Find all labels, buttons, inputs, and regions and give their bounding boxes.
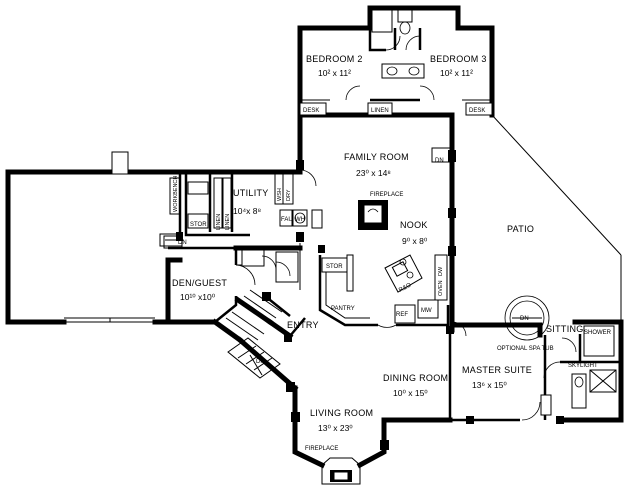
bedroom-desks bbox=[299, 85, 493, 116]
bedroom3-name: BEDROOM 3 bbox=[430, 54, 487, 64]
hall-bath bbox=[371, 9, 425, 79]
misc-door-swings bbox=[299, 169, 467, 337]
den-dim: 10¹⁰ x10⁰ bbox=[180, 292, 216, 302]
skylight-label: SKYLIGHT bbox=[568, 363, 598, 369]
dining-dim: 10⁰ x 15⁰ bbox=[393, 388, 428, 398]
patio-outline bbox=[491, 114, 622, 322]
utility-walls bbox=[177, 169, 323, 237]
living-fireplace-label: FIREPLACE bbox=[305, 446, 338, 452]
entry-name: ENTRY bbox=[287, 320, 319, 330]
bedroom-walls bbox=[297, 5, 495, 118]
workbench-label: WORKBENCH bbox=[173, 176, 179, 212]
bedroom2-name: BEDROOM 2 bbox=[306, 54, 363, 64]
kitchen-stor-label: STOR bbox=[326, 264, 343, 270]
entry-walls bbox=[211, 245, 306, 392]
water-heater-label: WH bbox=[295, 217, 305, 223]
family-dim: 23⁰ x 14⁸ bbox=[356, 168, 391, 178]
utility-linen-label: LINEN bbox=[216, 214, 222, 230]
family-fireplace-label: FIREPLACE bbox=[370, 192, 403, 198]
master-spa bbox=[504, 295, 550, 341]
utility-stor-label: STOR bbox=[190, 222, 207, 228]
fau-label: FAU bbox=[281, 217, 293, 223]
utility-name: UTILITY bbox=[233, 188, 269, 198]
family-dn-label: DN bbox=[435, 158, 444, 164]
linen-label: LINEN bbox=[371, 108, 389, 114]
den-walls bbox=[165, 246, 277, 325]
desk2-label: DESK bbox=[303, 108, 319, 114]
mw-label: MW bbox=[421, 308, 432, 314]
sitting-name: SITTING bbox=[546, 324, 584, 334]
utility-linen2-label: LINEN bbox=[225, 214, 231, 230]
bedroom2-dim: 10² x 11² bbox=[318, 68, 351, 78]
garage-workbench: WORKBENCH bbox=[169, 176, 181, 215]
family-fireplace bbox=[358, 200, 388, 230]
pantry-label: PANTRY bbox=[331, 306, 355, 312]
entry-dn-label: DN bbox=[256, 359, 265, 365]
washer-label: WSH bbox=[277, 188, 283, 201]
den-name: DEN/GUEST bbox=[172, 278, 227, 288]
living-dim: 13⁰ x 23⁰ bbox=[318, 423, 353, 433]
utility-dim: 10⁴x 8⁸ bbox=[233, 206, 261, 216]
patio-name: PATIO bbox=[507, 224, 534, 234]
dw-label: DW bbox=[438, 266, 444, 276]
living-walls bbox=[286, 382, 389, 469]
entry-stair bbox=[227, 337, 281, 379]
bedroom3-dim: 10² x 11² bbox=[440, 68, 473, 78]
family-stair bbox=[431, 147, 454, 166]
range-label: R&O bbox=[398, 282, 413, 294]
oven-label: OVEN bbox=[438, 280, 444, 296]
shower-label: SHOWER bbox=[584, 330, 612, 336]
desk3-label: DESK bbox=[469, 108, 485, 114]
living-fireplace bbox=[321, 457, 361, 485]
ref-label: REF bbox=[396, 312, 408, 318]
stair-dn-label: DN bbox=[178, 240, 187, 246]
family-name: FAMILY ROOM bbox=[344, 152, 409, 162]
garage-walls bbox=[5, 151, 183, 325]
living-name: LIVING ROOM bbox=[310, 408, 373, 418]
spa-label: OPTIONAL SPA TUB bbox=[497, 346, 554, 352]
dining-name: DINING ROOM bbox=[383, 373, 448, 383]
master-walls bbox=[449, 319, 624, 424]
kitchen bbox=[318, 245, 450, 328]
master-dn-label: DN bbox=[520, 316, 529, 322]
master-fixtures bbox=[521, 325, 617, 421]
master-name: MASTER SUITE bbox=[462, 365, 532, 375]
dryer-label: DRY bbox=[286, 189, 292, 201]
nook-dim: 9⁰ x 8⁰ bbox=[402, 236, 428, 246]
master-dim: 13⁶ x 15⁰ bbox=[472, 380, 507, 390]
nook-name: NOOK bbox=[400, 220, 428, 230]
